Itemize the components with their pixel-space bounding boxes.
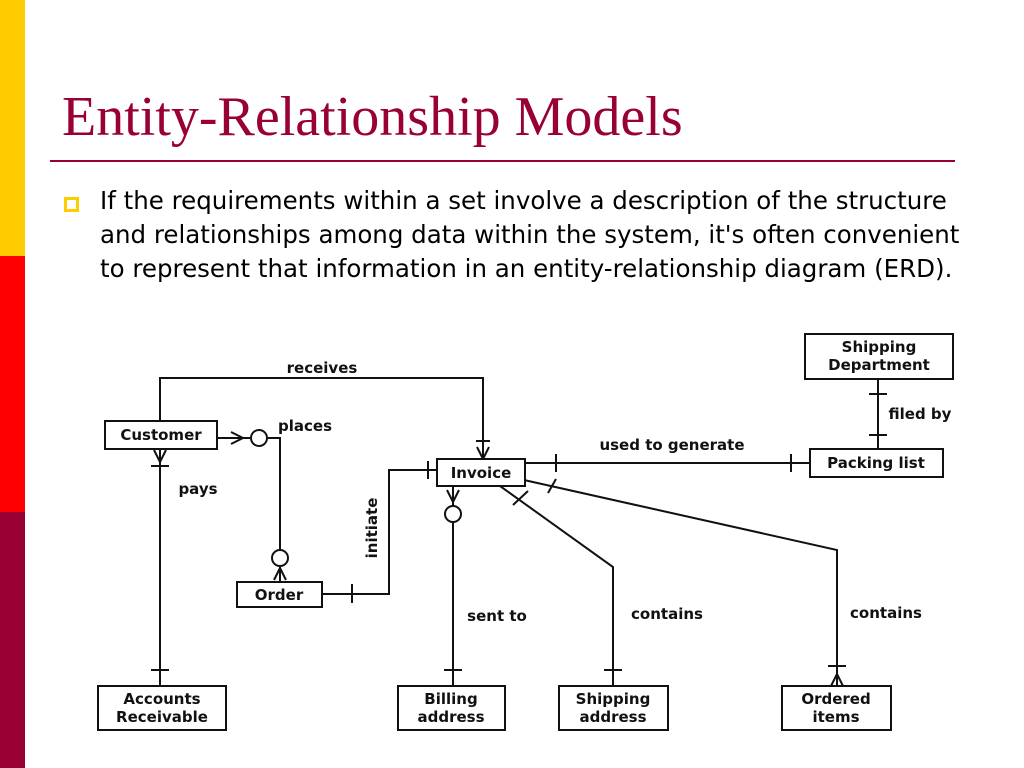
rel-contains-items-label: contains [850,604,922,622]
bullet-square-icon [64,197,79,212]
entity-ordered-items-label-1: Ordered [801,690,870,708]
entity-shipping-department-label-1: Shipping [842,338,917,356]
places-optional-circle [250,429,268,447]
rel-sent-to-label: sent to [467,607,527,625]
rel-places-label: places [278,417,332,435]
rel-pays-label: pays [178,480,217,498]
entity-customer-box [104,420,218,450]
entity-shipping-address-label-1: Shipping [576,690,651,708]
erd-connectors [151,377,887,687]
side-bar-red [0,256,25,512]
entity-ordered-items-box [781,685,892,731]
billing-optional-circle [444,505,462,523]
entity-ordered-items-label-2: items [812,708,859,726]
entity-invoice-label: Invoice [451,464,512,482]
entity-shipping-address-box [558,685,669,731]
entity-accounts-receivable-box [97,685,227,731]
entity-billing-address-box [397,685,506,731]
entity-order-box [236,581,323,608]
slide-title: Entity-Relationship Models [62,86,683,148]
entity-accounts-receivable-label-2: Receivable [116,708,208,726]
order-optional-circle [271,549,289,567]
entity-accounts-receivable-label-1: Accounts [123,690,200,708]
entity-packing-list-box [809,448,944,478]
title-divider [50,160,955,162]
rel-receives-label: receives [287,359,358,377]
entity-order-label: Order [255,586,304,604]
side-bar-darkred [0,512,25,768]
bullet-text: If the requirements within a set involve… [100,186,960,283]
entity-shipping-department-box [804,333,954,380]
entity-invoice-box [436,458,526,487]
rel-filed-by-label: filed by [889,405,952,423]
rel-used-to-generate-label: used to generate [599,436,744,454]
rel-contains-shipping-label: contains [631,605,703,623]
entity-shipping-department-label-2: Department [828,356,930,374]
entity-billing-address-label-1: Billing [424,690,477,708]
entity-packing-list-label: Packing list [827,454,925,472]
entity-shipping-address-label-2: address [579,708,646,726]
rel-initiate-label: initiate [363,498,381,559]
entity-customer-label: Customer [120,426,202,444]
entity-billing-address-label-2: address [417,708,484,726]
side-bar-yellow [0,0,25,256]
